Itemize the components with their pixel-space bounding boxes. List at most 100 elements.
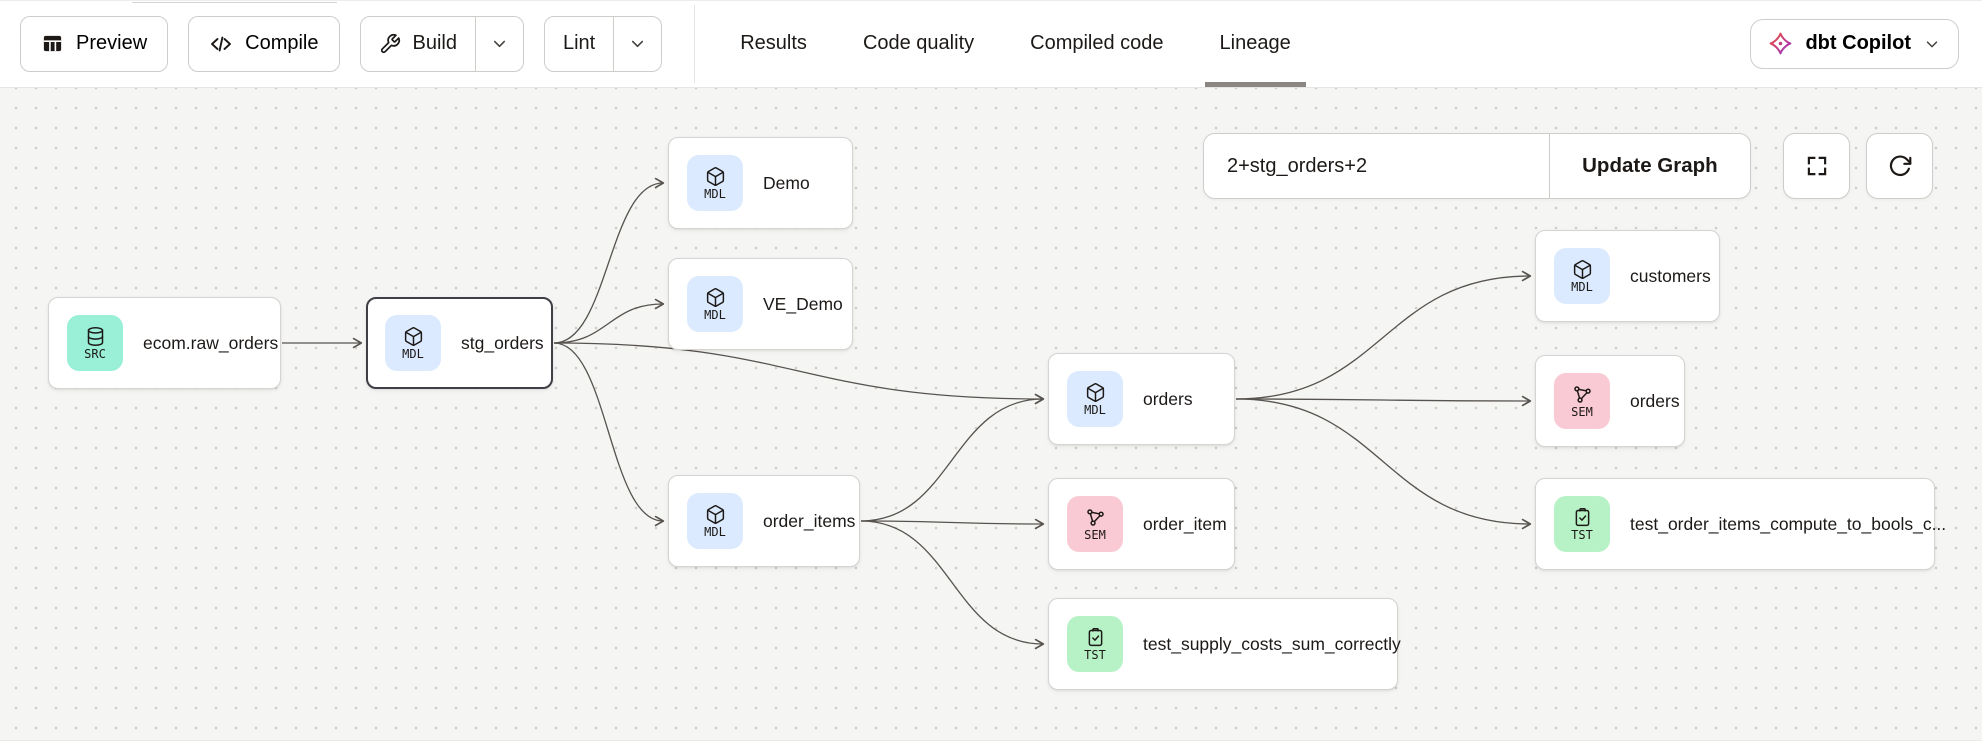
node-type-label: SRC [84, 347, 106, 361]
lineage-selector-input[interactable] [1204, 134, 1549, 198]
node-type-label: MDL [1571, 280, 1593, 294]
dbt-copilot-button[interactable]: dbt Copilot [1750, 18, 1959, 69]
tab-results[interactable]: Results [740, 32, 807, 54]
lint-label: Lint [562, 32, 596, 54]
node-stg_orders[interactable]: MDL stg_orders [366, 297, 553, 389]
edge-stg_orders-to-ve_demo [553, 298, 665, 344]
compile-label: Compile [245, 32, 319, 54]
semantic-model-icon [1086, 509, 1104, 526]
top-hairline [0, 0, 1982, 1]
node-raw_orders[interactable]: SRC ecom.raw_orders [48, 297, 281, 389]
tst-badge: TST [1554, 496, 1610, 552]
chevron-down-icon [490, 34, 509, 53]
mdl-badge: MDL [385, 315, 441, 371]
update-graph-button[interactable]: Update Graph [1548, 134, 1750, 198]
toolbar-divider [694, 4, 696, 83]
mdl-badge: MDL [687, 493, 743, 549]
node-label: stg_orders [461, 332, 544, 353]
tst-badge: TST [1067, 616, 1123, 672]
node-orders_mdl[interactable]: MDL orders [1048, 353, 1235, 445]
build-label: Build [412, 32, 457, 54]
mdl-badge: MDL [687, 276, 743, 332]
node-type-label: TST [1084, 648, 1106, 662]
chevron-down-icon [1923, 35, 1941, 53]
lint-button-group: Lint [543, 15, 663, 72]
edge-stg_orders-to-demo [553, 177, 665, 344]
node-type-label: SEM [1571, 405, 1593, 419]
node-label: customers [1630, 265, 1711, 286]
tab-bar-fragment [132, 2, 337, 3]
sem-badge: SEM [1554, 373, 1610, 429]
node-test_order_items[interactable]: TST test_order_items_compute_to_bools_c..… [1535, 478, 1946, 570]
test-icon [1088, 628, 1102, 647]
cube-icon [1573, 260, 1591, 279]
tab-compiled-code[interactable]: Compiled code [1030, 32, 1164, 54]
edge-order_items-to-orders_mdl [860, 393, 1045, 522]
fullscreen-icon [1804, 153, 1830, 179]
refresh-icon [1887, 153, 1913, 179]
dbt-logo-icon [1768, 31, 1793, 56]
node-demo[interactable]: MDL Demo [668, 137, 853, 229]
edge-orders_mdl-to-customers [1235, 270, 1532, 400]
toolbar: Preview Compile Build Lint [0, 0, 1982, 88]
node-label: orders [1143, 388, 1193, 409]
compile-button[interactable]: Compile [188, 15, 340, 72]
refresh-button[interactable] [1866, 133, 1933, 199]
build-dropdown-button[interactable] [474, 16, 523, 71]
wrench-icon [379, 33, 401, 55]
node-type-label: SEM [1084, 528, 1106, 542]
node-type-label: TST [1571, 528, 1593, 542]
table-icon [41, 32, 64, 55]
bottom-strip [0, 740, 1982, 748]
cube-icon [706, 505, 724, 524]
lint-button[interactable]: Lint [545, 17, 613, 71]
chevron-down-icon [628, 34, 647, 53]
code-icon [209, 32, 233, 56]
node-order_items[interactable]: MDL order_items [668, 475, 860, 567]
node-customers[interactable]: MDL customers [1535, 230, 1720, 322]
node-label: order_items [763, 510, 856, 531]
node-type-label: MDL [1084, 403, 1106, 417]
cube-icon [404, 327, 422, 346]
build-button-group: Build [359, 15, 524, 72]
mdl-badge: MDL [687, 155, 743, 211]
node-test_supply[interactable]: TST test_supply_costs_sum_correctly [1048, 598, 1401, 690]
node-type-label: MDL [704, 308, 726, 322]
edge-order_items-to-order_item_sem [860, 518, 1045, 530]
copilot-label: dbt Copilot [1805, 32, 1911, 54]
preview-button[interactable]: Preview [20, 15, 169, 72]
node-type-label: MDL [402, 347, 424, 361]
node-label: orders [1630, 390, 1680, 411]
cube-icon [706, 167, 724, 186]
node-label: Demo [763, 172, 810, 193]
node-label: test_order_items_compute_to_bools_c... [1630, 513, 1947, 534]
tab-code-quality[interactable]: Code quality [862, 32, 975, 54]
build-button[interactable]: Build [361, 17, 475, 71]
database-icon [87, 327, 103, 346]
mdl-badge: MDL [1067, 371, 1123, 427]
tab-lineage[interactable]: Lineage [1203, 0, 1308, 87]
node-type-label: MDL [704, 525, 726, 539]
src-badge: SRC [67, 315, 123, 371]
fullscreen-button[interactable] [1783, 133, 1850, 199]
sem-badge: SEM [1067, 496, 1123, 552]
node-orders_sem[interactable]: SEM orders [1535, 355, 1685, 447]
results-tab-bar: Results Code quality Compiled code Linea… [723, 0, 1308, 87]
edge-orders_mdl-to-orders_sem [1235, 395, 1532, 407]
node-label: test_supply_costs_sum_correctly [1143, 633, 1401, 654]
node-type-label: MDL [704, 187, 726, 201]
preview-label: Preview [76, 32, 148, 54]
lineage-selector-group: Update Graph [1203, 133, 1751, 199]
test-icon [1575, 508, 1589, 527]
edge-stg_orders-to-order_items [553, 342, 665, 527]
lint-dropdown-button[interactable] [613, 16, 661, 71]
cube-icon [706, 288, 724, 307]
cube-icon [1086, 383, 1104, 402]
node-label: ecom.raw_orders [143, 332, 279, 353]
mdl-badge: MDL [1554, 248, 1610, 304]
semantic-model-icon [1573, 386, 1591, 403]
